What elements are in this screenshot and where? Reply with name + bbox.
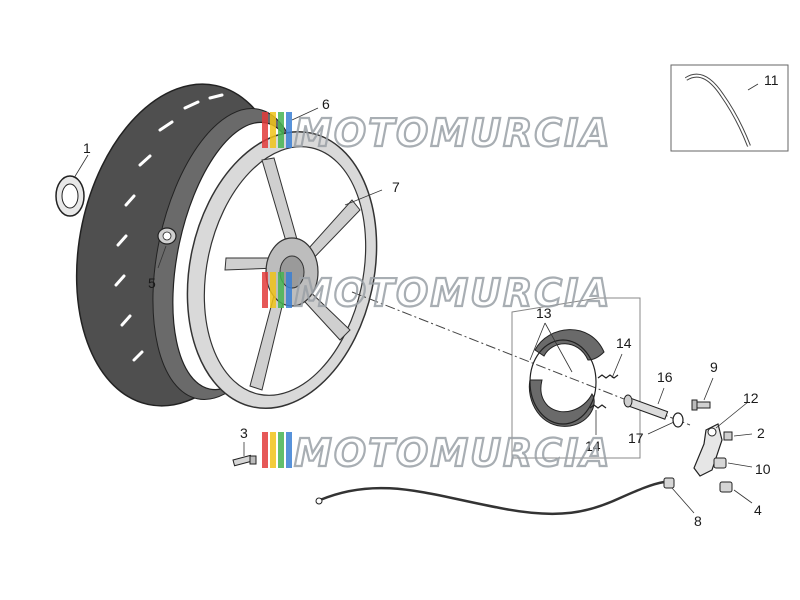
callout-6: 6 <box>322 96 330 112</box>
svg-text:MOTOMURCIA: MOTOMURCIA <box>294 111 612 155</box>
brake-cable <box>319 480 665 516</box>
callout-14-lower: 14 <box>585 438 601 454</box>
svg-text:MOTOMURCIA: MOTOMURCIA <box>294 431 612 475</box>
cable-end-part <box>663 477 675 489</box>
pin-part <box>719 481 733 493</box>
spacer-part <box>157 227 177 245</box>
callout-5: 5 <box>148 275 156 291</box>
tire-valve-part <box>232 454 257 467</box>
callout-7: 7 <box>392 179 400 195</box>
callout-10: 10 <box>755 461 771 477</box>
callout-3: 3 <box>240 425 248 441</box>
callout-12: 12 <box>743 390 759 406</box>
brake-assembly-frame <box>511 297 641 459</box>
callout-16: 16 <box>657 369 673 385</box>
brake-lever <box>693 423 723 477</box>
watermark-middle: MOTOMURCIA <box>262 270 612 316</box>
wheel-rim <box>186 130 378 410</box>
watermark-top: MOTOMURCIA <box>262 110 612 156</box>
callout-9: 9 <box>710 359 718 375</box>
callout-11: 11 <box>764 72 779 88</box>
inset-box-part-11 <box>670 64 789 152</box>
callout-2: 2 <box>757 425 765 441</box>
bolt-part <box>691 399 711 411</box>
callout-1: 1 <box>83 140 91 156</box>
washer-part <box>672 412 684 428</box>
leader-lines <box>73 83 759 514</box>
svg-text:MOTOMURCIA: MOTOMURCIA <box>294 271 612 315</box>
callout-17: 17 <box>628 430 644 446</box>
bearing-ring-part <box>55 175 85 217</box>
callout-8: 8 <box>694 513 702 529</box>
callout-labels: 1 2 3 4 5 6 7 8 9 10 11 12 13 14 14 16 1… <box>83 72 779 529</box>
callout-14-upper: 14 <box>616 335 632 351</box>
adjuster-part <box>713 457 727 469</box>
tire-tread-marks <box>114 93 224 362</box>
nut-part <box>723 431 733 441</box>
brake-shoes <box>528 329 605 427</box>
callout-13: 13 <box>536 305 552 321</box>
brake-springs <box>589 374 619 409</box>
callout-4: 4 <box>754 502 762 518</box>
watermark-bottom: MOTOMURCIA <box>262 430 612 476</box>
brake-cam-shaft <box>623 394 669 420</box>
